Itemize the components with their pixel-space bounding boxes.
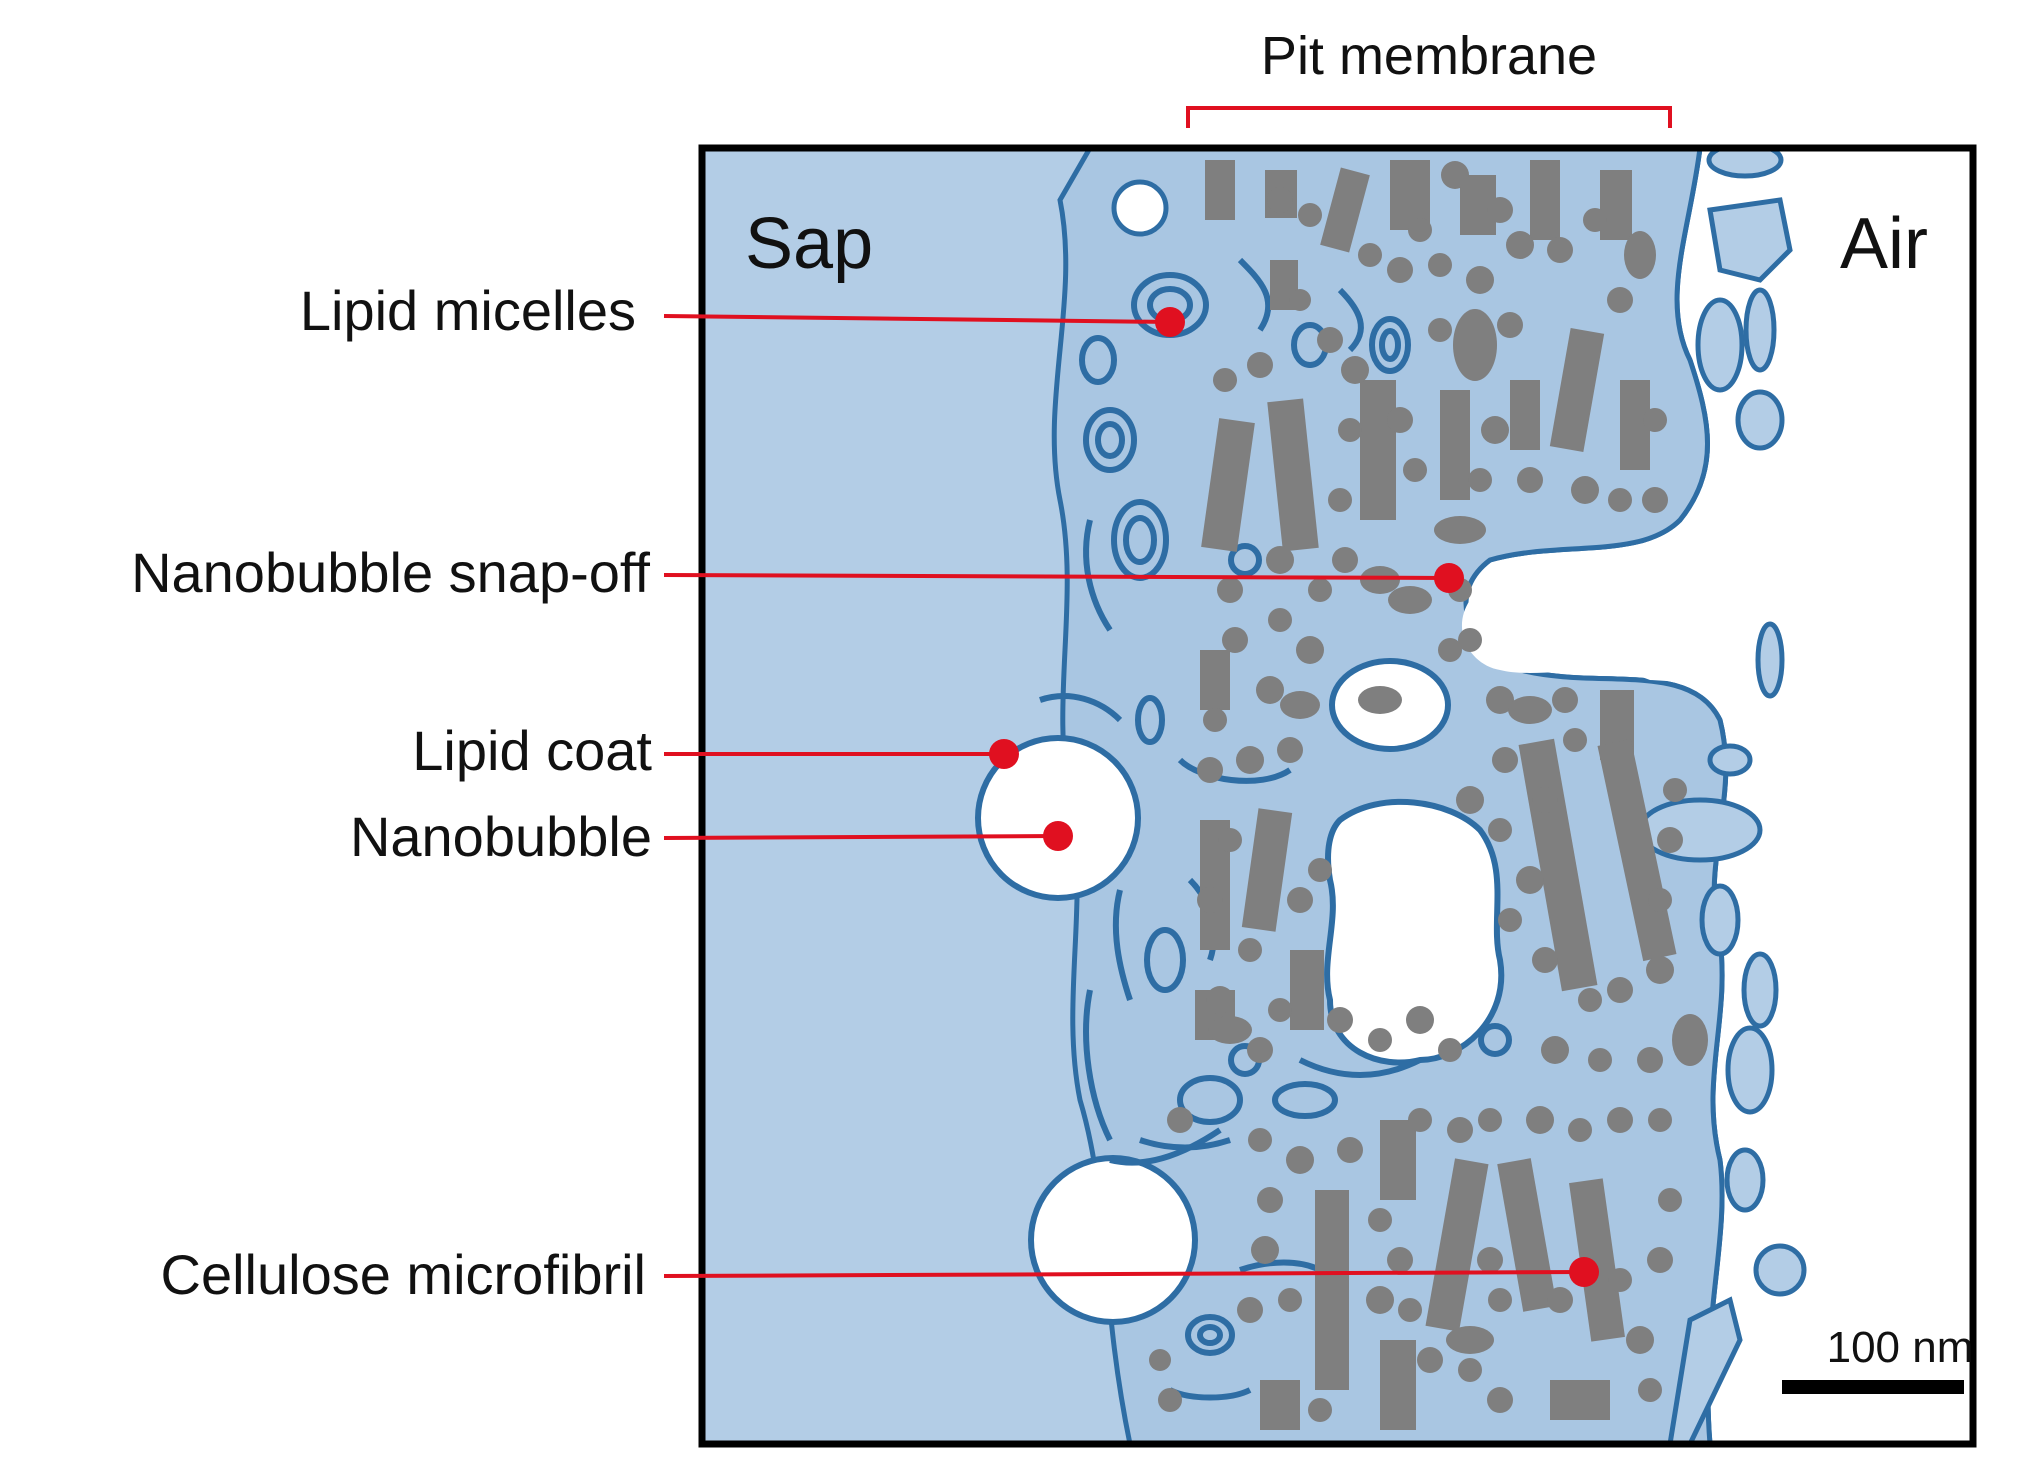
air-cavity-large [1324, 798, 1505, 1066]
callout-dot-nanobubble [1043, 821, 1073, 851]
cellulose-dots [1149, 161, 1708, 1422]
callout-line-snap-off [663, 573, 1450, 580]
callout-line-nanobubble [663, 834, 1059, 840]
nanobubble-shape-3 [1111, 179, 1169, 237]
pit-membrane-label: Pit membrane [1261, 26, 1597, 86]
lipid-micelles-group [1039, 257, 1512, 1401]
callout-nanobubble-snap-off: Nanobubble snap-off [131, 541, 650, 604]
scale-bar [1782, 1380, 1964, 1394]
air-side-vesicles [1637, 148, 1807, 1444]
callouts [663, 307, 1599, 1287]
callout-line-lipid-micelles [663, 314, 1171, 324]
snap-off-notch [1461, 540, 1973, 700]
callout-lipid-coat: Lipid coat [412, 719, 652, 782]
air-label: Air [1840, 204, 1928, 284]
scale-bar-label: 100 nm [1827, 1323, 1974, 1372]
nanobubble-shape [975, 735, 1141, 901]
callout-lipid-micelles: Lipid micelles [300, 279, 636, 342]
nanobubble-shape-2 [1028, 1155, 1198, 1325]
callout-dot-lipid-micelles [1155, 307, 1185, 337]
callout-dot-snap-off [1434, 563, 1464, 593]
callout-dot-cellulose [1569, 1257, 1599, 1287]
callout-nanobubble: Nanobubble [350, 805, 652, 868]
callout-cellulose-microfibril: Cellulose microfibril [161, 1243, 646, 1306]
callout-line-cellulose [663, 1270, 1585, 1278]
callout-dot-lipid-coat [989, 739, 1019, 769]
sap-label: Sap [745, 204, 873, 284]
pit-membrane-bracket [1186, 106, 1672, 128]
diagram-frame [698, 144, 1977, 1448]
